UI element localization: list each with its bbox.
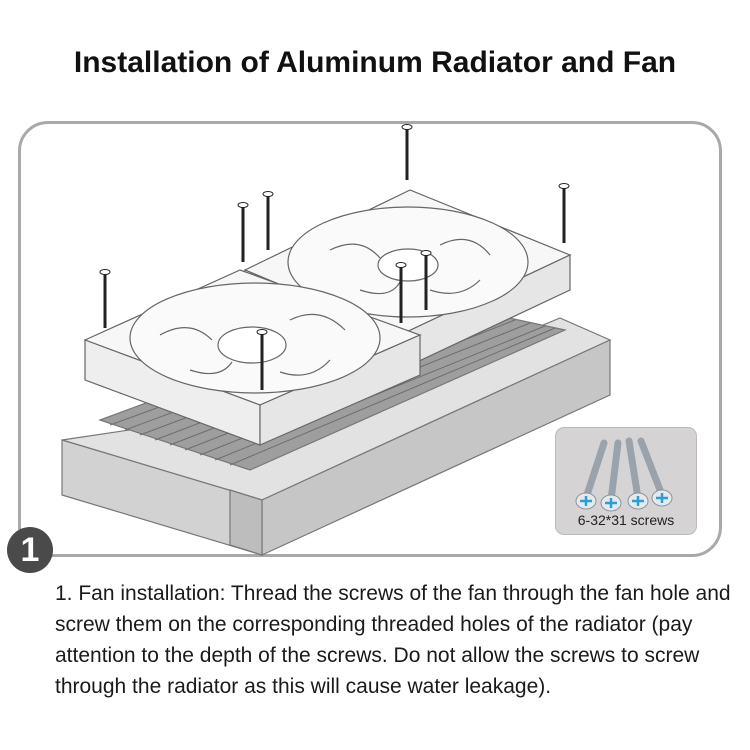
screws-photo-inset: 6-32*31 screws (555, 427, 697, 535)
page-title: Installation of Aluminum Radiator and Fa… (73, 46, 677, 79)
screws-photo (575, 437, 673, 512)
step-number-badge: 1 (7, 527, 53, 573)
diagram-frame (18, 121, 722, 557)
screws-caption: 6-32*31 screws (577, 512, 675, 528)
instruction-text: 1. Fan installation: Thread the screws o… (55, 582, 731, 698)
fan-screws (103, 128, 566, 390)
fan-illustration-left (83, 269, 422, 446)
screw-heads (99, 124, 570, 335)
